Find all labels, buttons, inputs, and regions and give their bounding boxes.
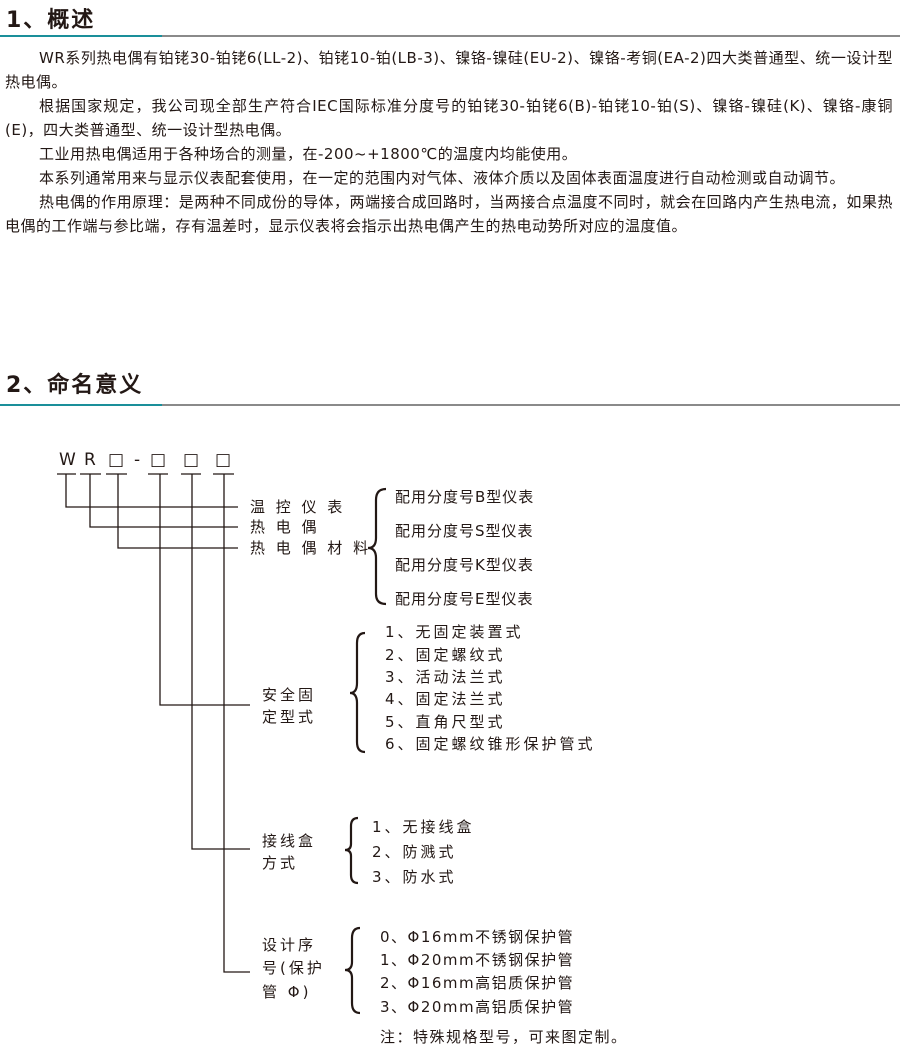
box-option: 3、防水式: [372, 868, 457, 886]
label-design-seq: 设计序: [262, 936, 317, 954]
label-temp-instrument: 温 控 仪 表: [250, 498, 346, 516]
divider: [0, 35, 900, 37]
tube-option: 0、Φ16mm不锈钢保护管: [380, 928, 575, 946]
tube-option: 2、Φ16mm高铝质保护管: [380, 974, 575, 992]
paragraph: 工业用热电偶适用于各种场合的测量，在-200~+1800℃的温度内均能使用。: [39, 145, 578, 163]
mount-option: 3、活动法兰式: [385, 668, 506, 686]
mount-option: 4、固定法兰式: [385, 690, 506, 708]
section-1-title: 1、概述: [6, 8, 96, 33]
mount-option: 5、直角尺型式: [385, 713, 506, 731]
paragraph: 根据国家规定，我公司现全部生产符合IEC国际标准分度号的铂铑30-铂铑6(B)-…: [5, 97, 893, 139]
code-box: □: [183, 450, 200, 470]
tube-option: 1、Φ20mm不锈钢保护管: [380, 951, 575, 969]
label-thermocouple: 热 电 偶: [250, 518, 320, 536]
meter-option: 配用分度号S型仪表: [395, 522, 534, 540]
code-letter: W: [59, 450, 76, 470]
meter-option: 配用分度号B型仪表: [395, 488, 535, 506]
divider: [0, 404, 900, 406]
code-box: □: [108, 450, 125, 470]
meter-option: 配用分度号K型仪表: [395, 556, 534, 574]
tube-option: 3、Φ20mm高铝质保护管: [380, 998, 575, 1016]
section-2-title: 2、命名意义: [6, 373, 144, 398]
box-option: 1、无接线盒: [372, 818, 475, 836]
label-mount: 安全固: [262, 686, 317, 704]
label-material: 热 电 偶 材 料: [250, 539, 372, 557]
mount-option: 6、固定螺纹锥形保护管式: [385, 735, 596, 753]
overview-text: WR系列热电偶有铂铑30-铂铑6(LL-2)、铂铑10-铂(LB-3)、镍铬-镍…: [5, 46, 893, 238]
code-dash: -: [134, 450, 141, 470]
paragraph: 本系列通常用来与显示仪表配套使用，在一定的范围内对气体、液体介质以及固体表面温度…: [39, 169, 846, 187]
label-design-seq: 管 Φ): [262, 983, 312, 1001]
mount-option: 2、固定螺纹式: [385, 646, 506, 664]
paragraph: 热电偶的作用原理：是两种不同成份的导体，两端接合成回路时，当两接合点温度不同时，…: [5, 193, 893, 235]
mount-option: 1、无固定装置式: [385, 623, 524, 641]
box-option: 2、防溅式: [372, 843, 457, 861]
code-box: □: [150, 450, 167, 470]
meter-option: 配用分度号E型仪表: [395, 590, 534, 608]
label-junction-box: 接线盒: [262, 832, 317, 850]
custom-note: 注：特殊规格型号，可来图定制。: [380, 1028, 628, 1046]
label-design-seq: 号(保护: [262, 959, 325, 977]
paragraph: WR系列热电偶有铂铑30-铂铑6(LL-2)、铂铑10-铂(LB-3)、镍铬-镍…: [5, 49, 893, 91]
code-letter: R: [84, 450, 96, 470]
label-junction-box: 方式: [262, 854, 299, 872]
label-mount: 定型式: [262, 708, 317, 726]
code-box: □: [215, 450, 232, 470]
